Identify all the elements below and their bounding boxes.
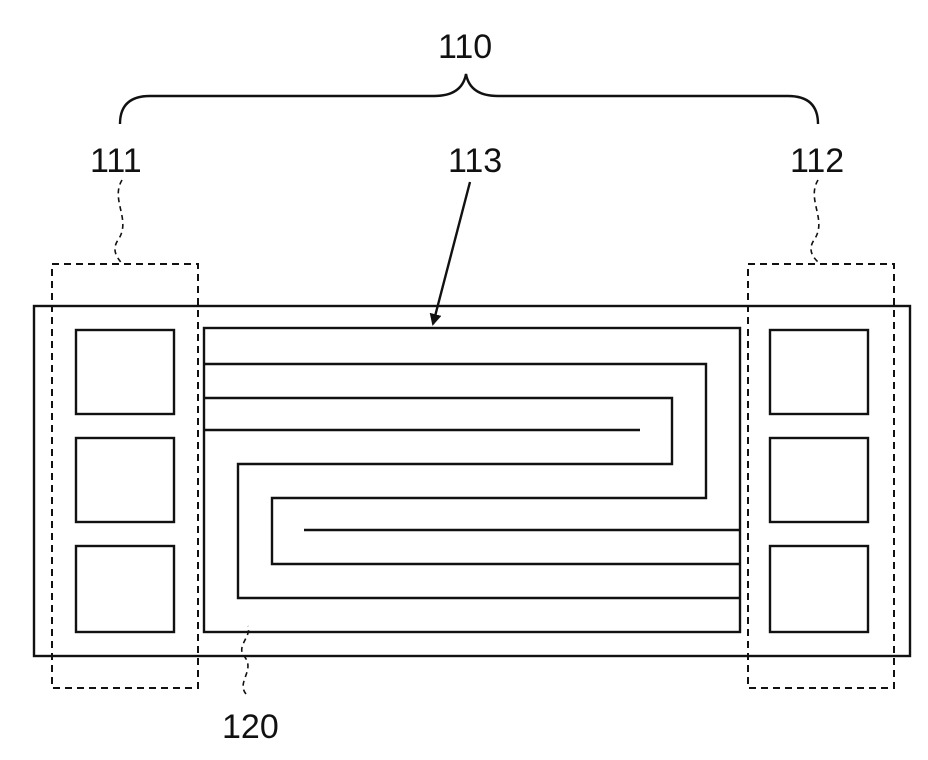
trace-region <box>204 328 740 632</box>
label-113: 113 <box>448 142 502 180</box>
label-120: 120 <box>222 708 279 746</box>
leader-112 <box>811 180 820 264</box>
label-110: 110 <box>438 28 492 66</box>
label-112: 112 <box>790 142 844 180</box>
label-111: 111 <box>90 142 142 180</box>
substrate-body <box>34 306 910 656</box>
component-brace <box>120 74 818 124</box>
right-pad-2 <box>770 438 868 522</box>
right-pad-1 <box>770 330 868 414</box>
leader-111 <box>115 180 123 264</box>
leader-120 <box>242 626 249 694</box>
left-terminal-region <box>52 264 198 688</box>
left-pad-3 <box>76 546 174 632</box>
left-pad-1 <box>76 330 174 414</box>
arrow-113 <box>433 182 470 324</box>
right-pad-3 <box>770 546 868 632</box>
left-pad-2 <box>76 438 174 522</box>
